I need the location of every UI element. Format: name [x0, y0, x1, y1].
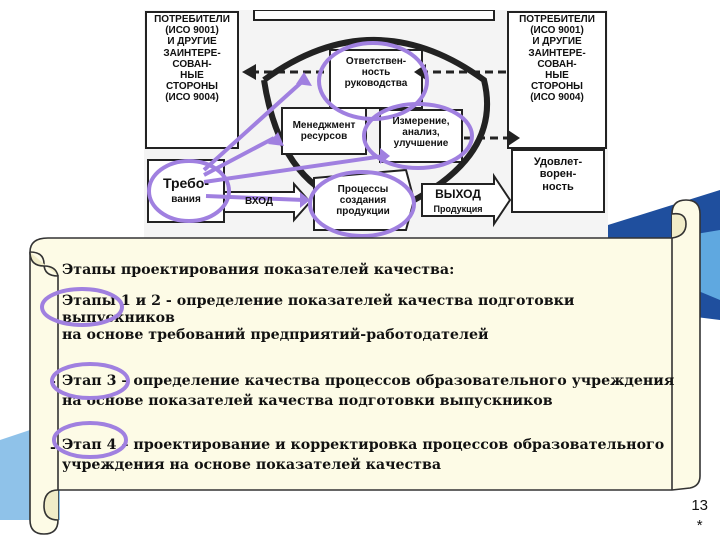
requirements-label-line2: вания	[171, 194, 201, 205]
stage4-line1: Этап 4 – проектирование и корректировка …	[62, 437, 665, 453]
output-label-line1: ВЫХОД	[435, 187, 481, 201]
stage3-line2: на основе показателей качества подготовк…	[62, 393, 553, 409]
iso-process-diagram: ПОТРЕБИТЕЛИ (ИСО 9001) И ДРУГИЕ ЗАИНТЕРЕ…	[144, 10, 608, 238]
consumers-right-label: ПОТРЕБИТЕЛИ (ИСО 9001) И ДРУГИЕ ЗАИНТЕРЕ…	[519, 14, 595, 104]
responsibility-label: Ответствен- ность руководства	[344, 56, 408, 90]
page-number-block: 13 *	[691, 496, 708, 536]
stage4-bullet: -	[50, 440, 56, 456]
satisfaction-label: Удовлет- ворен- ность	[533, 156, 583, 193]
stages-heading: Этапы проектирования показателей качеств…	[62, 262, 455, 278]
stage3-bullet: -	[50, 374, 56, 390]
processes-label: Процессы создания продукции	[336, 184, 390, 218]
stage12-line3: на основе требований предприятий-работод…	[62, 327, 489, 343]
page-marker: *	[696, 517, 703, 534]
requirements-label-line1: Требо-	[162, 175, 210, 191]
input-label: ВХОД	[244, 196, 274, 207]
stage4-line2: учреждения на основе показателей качеств…	[62, 457, 442, 473]
measurement-label: Измерение, анализ, улучшение	[392, 116, 450, 150]
stage12-line2: выпускников	[62, 310, 175, 326]
consumers-left-label: ПОТРЕБИТЕЛИ (ИСО 9001) И ДРУГИЕ ЗАИНТЕРЕ…	[154, 14, 230, 104]
stage12-line1: Этапы 1 и 2 - определение показателей ка…	[62, 293, 575, 309]
management-label: Менеджмент ресурсов	[292, 120, 356, 143]
output-label-line2: Продукция	[433, 204, 483, 214]
page-number: 13	[691, 497, 708, 514]
stages-text: Этапы проектирования показателей качеств…	[62, 260, 682, 475]
stage3-line1: Этап 3 – определение качества процессов …	[62, 373, 675, 389]
